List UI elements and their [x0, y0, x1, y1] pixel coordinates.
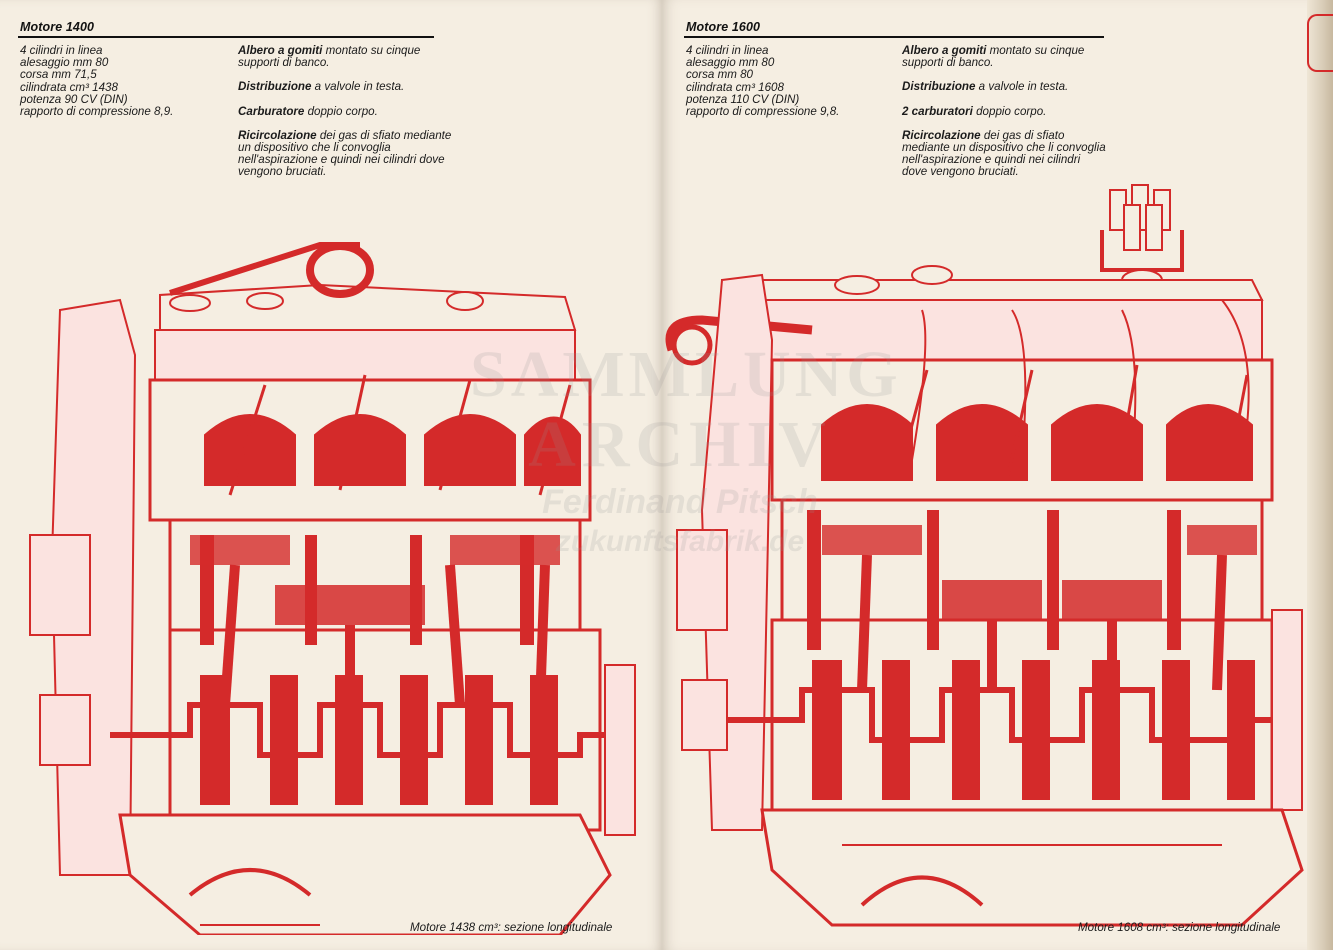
right-engine-cutaway-illustration: [665, 184, 1304, 927]
right-feature-distribution: Distribuzione a valvole in testa.: [902, 80, 1069, 94]
left-caption: Motore 1438 cm³: sezione longitudinale: [410, 921, 613, 934]
left-page-title: Motore 1400: [20, 20, 95, 34]
right-page-title: Motore 1600: [686, 20, 761, 34]
right-spec-3: corsa mm 80: [686, 68, 754, 82]
right-features: Albero a gomiti montato su cinque suppor…: [902, 44, 1107, 191]
right-spec-4: cilindrata cm³ 1608: [686, 80, 784, 94]
left-feature-recirculation: Ricircolazione dei gas di sfiato mediant…: [238, 128, 452, 179]
left-spec-6: rapporto di compressione 8,9.: [20, 105, 174, 119]
left-engine-cutaway-illustration: [29, 242, 636, 935]
right-spec-1: 4 cilindri in linea: [686, 44, 769, 57]
left-feature-crankshaft: Albero a gomiti montato su cinque suppor…: [238, 44, 421, 70]
left-specs: 4 cilindri in linea alesaggio mm 80 cors…: [20, 44, 174, 119]
left-page: Motore 1400 4 cilindri in linea alesaggi…: [0, 0, 662, 950]
right-title-rule: [684, 36, 1104, 38]
right-specs: 4 cilindri in linea alesaggio mm 80 cors…: [686, 44, 840, 119]
left-title-rule: [18, 36, 434, 38]
right-spec-6: rapporto di compressione 9,8.: [686, 105, 840, 119]
right-feature-carburetors: 2 carburatori doppio corpo.: [902, 104, 1047, 118]
left-spec-4: cilindrata cm³ 1438: [20, 80, 118, 94]
page-fold-edge: [1307, 0, 1333, 950]
right-page: Motore 1600 4 cilindri in linea alesaggi…: [662, 0, 1333, 950]
right-feature-recirculation: Ricircolazione dei gas di sfiato mediant…: [902, 128, 1106, 179]
right-caption: Motore 1608 cm³: sezione longitudinale: [1078, 921, 1281, 934]
left-spec-1: 4 cilindri in linea: [20, 44, 103, 57]
right-spec-2: alesaggio mm 80: [686, 56, 775, 70]
right-spec-5: potenza 110 CV (DIN): [686, 92, 800, 106]
page-tab: [1307, 14, 1333, 72]
left-feature-distribution: Distribuzione a valvole in testa.: [238, 80, 405, 94]
right-feature-crankshaft: Albero a gomiti montato su cinque suppor…: [902, 44, 1085, 70]
left-features: Albero a gomiti montato su cinque suppor…: [238, 44, 453, 191]
left-feature-carburetor: Carburatore doppio corpo.: [238, 104, 378, 118]
left-spec-3: corsa mm 71,5: [20, 68, 97, 82]
left-spec-5: potenza 90 CV (DIN): [20, 92, 128, 106]
left-spec-2: alesaggio mm 80: [20, 56, 109, 70]
